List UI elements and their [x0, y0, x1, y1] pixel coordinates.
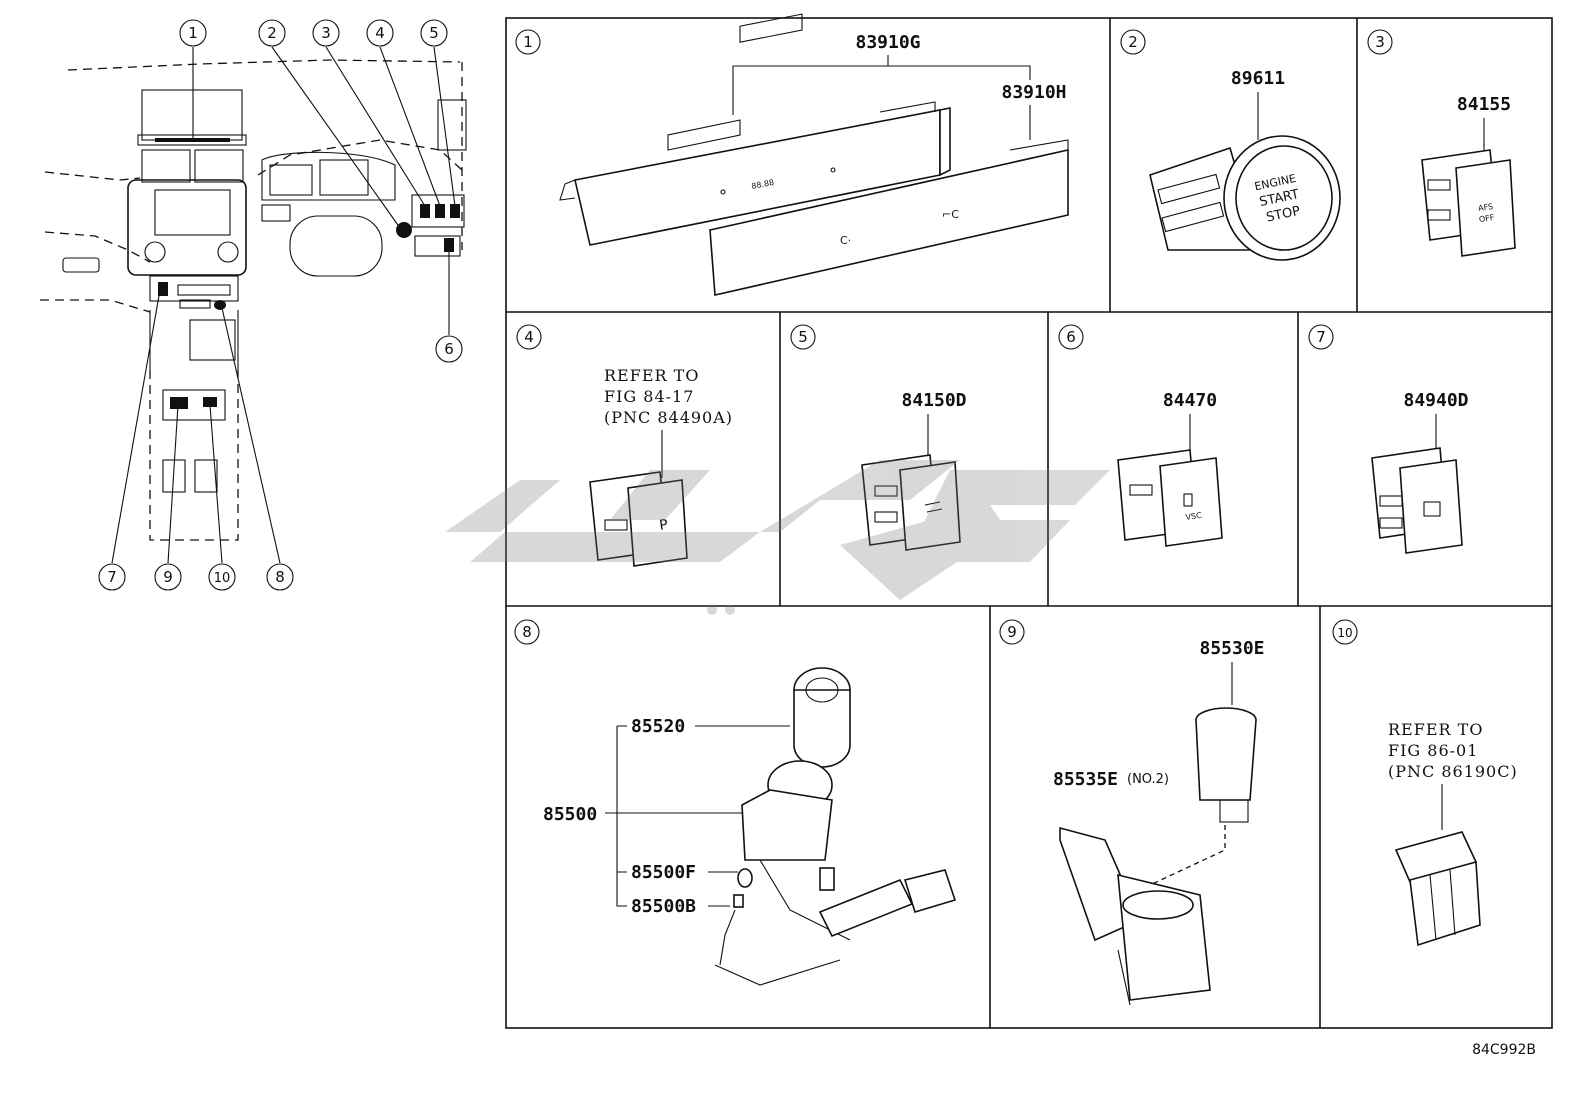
panel-grid: [505, 17, 1553, 1029]
pnc-85520: 85520: [631, 716, 685, 737]
pnc-85500: 85500: [543, 804, 597, 825]
panel-6-number: 6: [1058, 324, 1084, 350]
svg-text:7: 7: [1316, 328, 1326, 346]
parking-sensor-switch: P: [589, 471, 688, 567]
watermark: [445, 460, 1110, 615]
panel-6: 6 84470 VSC: [1058, 324, 1223, 547]
panel-7-number: 7: [1308, 324, 1334, 350]
panel-5-number: 5: [790, 324, 816, 350]
pnc-89611: 89611: [1231, 68, 1285, 89]
refer-10-line-1: REFER TO: [1388, 720, 1483, 739]
overview-callout-2: 2: [258, 19, 286, 47]
svg-text:VSC: VSC: [1185, 511, 1203, 522]
panel-7: 7 84940D: [1308, 324, 1469, 554]
dashboard-overview: 1 2 3 4 5 6 7 9 10 8: [40, 19, 467, 591]
panel-8: 8 85520 85500 85500F 85500B: [514, 619, 957, 986]
overview-callout-8: 8: [266, 563, 294, 591]
svg-text:9: 9: [1007, 623, 1017, 641]
svg-text:6: 6: [1066, 328, 1076, 346]
panel-3: 3 84155 AFS OFF: [1367, 29, 1516, 257]
off-label: OFF: [1478, 213, 1495, 224]
control-panel-83910g: 88.88: [559, 13, 951, 246]
afs-off-switch: AFS OFF: [1421, 149, 1516, 257]
panel-10: 10 REFER TO FIG 86-01 (PNC 86190C): [1332, 619, 1518, 947]
overview-callout-7: 7: [98, 563, 126, 591]
svg-text:P: P: [658, 517, 669, 534]
panel-5: 5 84150D: [790, 324, 967, 551]
overview-callout-1: 1: [179, 19, 207, 47]
svg-text:2: 2: [1128, 33, 1138, 51]
svg-text:5: 5: [429, 24, 439, 42]
svg-text:⌐C: ⌐C: [942, 208, 959, 221]
refer-line-3: (PNC 84490A): [604, 408, 733, 427]
pnc-84155: 84155: [1457, 94, 1511, 115]
usb-switch: [1394, 831, 1481, 947]
cigarette-lighter-assembly: [714, 667, 957, 986]
pnc-84940d: 84940D: [1403, 390, 1468, 411]
heater-switch: [1371, 447, 1463, 554]
refer-line-2: FIG 84-17: [604, 387, 694, 406]
overview-callout-4: 4: [366, 19, 394, 47]
power-outlet-cover: [1059, 826, 1211, 1006]
panel-9-number: 9: [999, 619, 1025, 645]
overview-callout-10: 10: [208, 563, 236, 591]
svg-text:7: 7: [107, 568, 117, 586]
panel-2-number: 2: [1120, 29, 1146, 55]
svg-text:C·: C·: [840, 234, 851, 247]
pnc-85535e-note: (NO.2): [1127, 772, 1169, 787]
display-readout: 88.88: [751, 178, 775, 191]
fog-lamp-switch: [861, 454, 961, 551]
svg-text:8: 8: [522, 623, 532, 641]
svg-text:6: 6: [444, 340, 454, 358]
panel-4: 4 REFER TO FIG 84-17 (PNC 84490A) P: [516, 324, 733, 567]
svg-text:1: 1: [523, 33, 533, 51]
refer-10-line-3: (PNC 86190C): [1388, 762, 1518, 781]
figure-code: 84C992B: [1472, 1042, 1536, 1058]
panel-3-number: 3: [1367, 29, 1393, 55]
button-label-stop: STOP: [1265, 204, 1302, 226]
panel-9: 9 85530E 85535E (NO.2): [999, 619, 1265, 1006]
panel-10-number: 10: [1332, 619, 1358, 645]
overview-callout-6: 6: [435, 335, 463, 363]
svg-text:2: 2: [267, 24, 277, 42]
overview-callout-9: 9: [154, 563, 182, 591]
control-panel-83910h: ⌐C C·: [709, 139, 1069, 296]
svg-text:4: 4: [524, 328, 534, 346]
afs-label: AFS: [1478, 202, 1494, 213]
panel-1-number: 1: [515, 29, 541, 55]
engine-start-stop-switch: ENGINE START STOP: [1149, 135, 1341, 261]
pnc-85500f: 85500F: [631, 862, 696, 883]
svg-text:10: 10: [214, 571, 231, 586]
pnc-85500b: 85500B: [631, 896, 696, 917]
svg-text:3: 3: [1375, 33, 1385, 51]
pnc-83910h: 83910H: [1001, 82, 1066, 103]
svg-text:9: 9: [163, 568, 173, 586]
panel-2: 2 89611 ENGINE START STOP: [1120, 29, 1341, 261]
pnc-84150d: 84150D: [901, 390, 966, 411]
panel-4-number: 4: [516, 324, 542, 350]
overview-callout-5: 5: [420, 19, 448, 47]
pnc-85535e: 85535E: [1053, 769, 1118, 790]
svg-text:5: 5: [798, 328, 808, 346]
refer-10-line-2: FIG 86-01: [1388, 741, 1478, 760]
svg-text:3: 3: [321, 24, 331, 42]
svg-text:8: 8: [275, 568, 285, 586]
pnc-83910g: 83910G: [855, 32, 920, 53]
svg-text:10: 10: [1337, 626, 1352, 640]
svg-text:4: 4: [375, 24, 385, 42]
pnc-84470: 84470: [1163, 390, 1217, 411]
pnc-85530e: 85530E: [1199, 638, 1264, 659]
overview-callout-3: 3: [312, 19, 340, 47]
vsc-off-switch: VSC: [1117, 449, 1223, 547]
panel-8-number: 8: [514, 619, 540, 645]
panel-1: 1 83910G 83910H 88.88 ⌐C C·: [515, 13, 1069, 296]
power-outlet-socket: [1149, 707, 1257, 886]
refer-line-1: REFER TO: [604, 366, 699, 385]
svg-text:1: 1: [188, 24, 198, 42]
